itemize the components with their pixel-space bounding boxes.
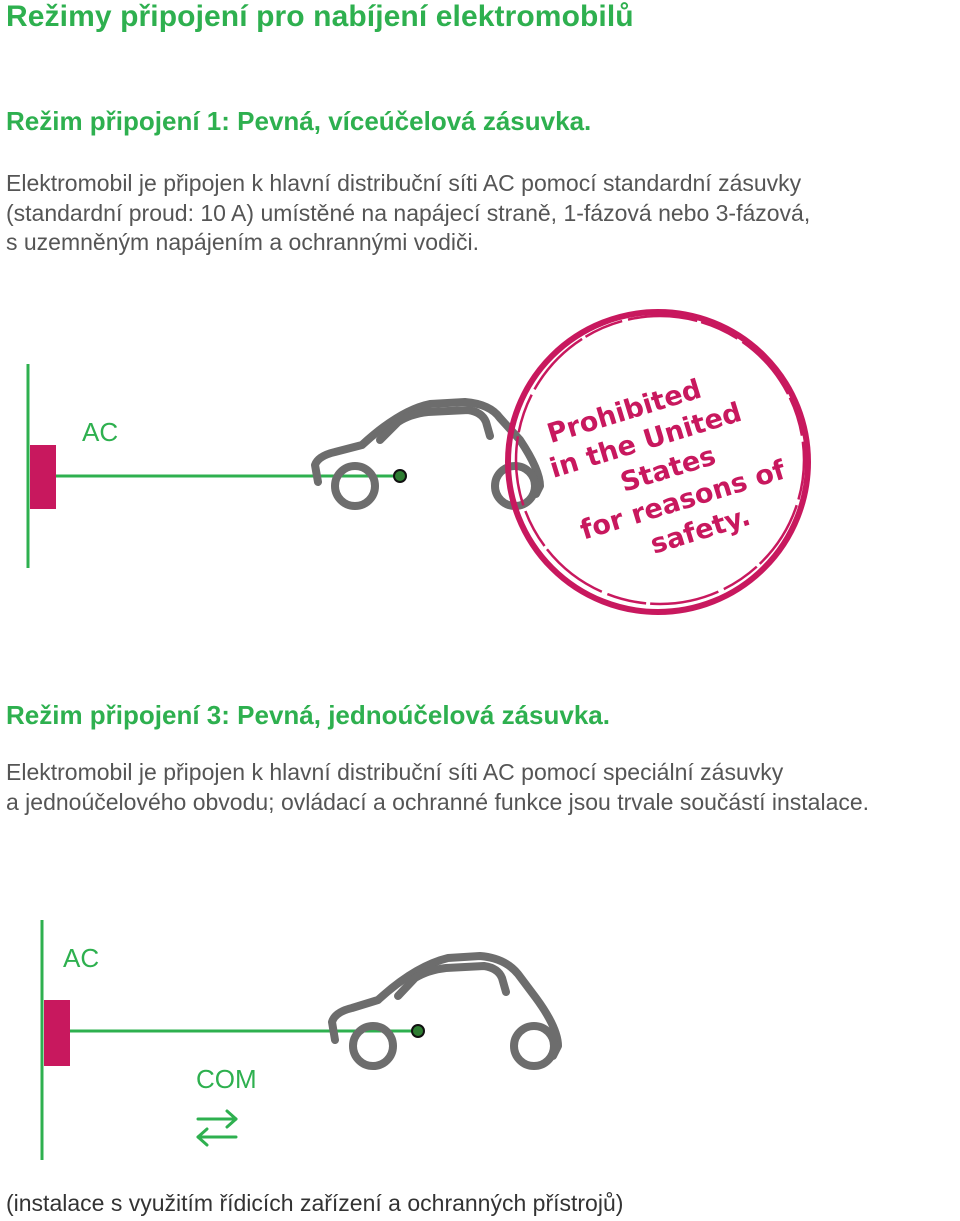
- mode3-charge-port: [411, 1024, 425, 1038]
- mode3-line-1: Elektromobil je připojen k hlavní distri…: [6, 759, 784, 785]
- mode1-ac-label: AC: [82, 417, 118, 447]
- mode1-description: Elektromobil je připojen k hlavní distri…: [6, 169, 810, 258]
- mode3-ac-label: AC: [63, 943, 99, 973]
- bidirectional-arrows-icon: [196, 1109, 238, 1147]
- mode3-line-2: a jednoúčelového obvodu; ovládací a ochr…: [6, 788, 870, 815]
- page-title: Režimy připojení pro nabíjení elektromob…: [6, 0, 634, 33]
- mode1-diagram: AC Prohibited in the United States for r…: [26, 309, 811, 615]
- socket-icon: [44, 1000, 70, 1066]
- socket-icon: [30, 445, 56, 509]
- mode1-line-2: (standardní proud: 10 A) umístěné na nap…: [6, 199, 811, 226]
- mode3-com-label: COM: [196, 1064, 257, 1094]
- stamp-text: Prohibited in the United States for reas…: [544, 374, 790, 561]
- footnote: (instalace s využitím řídicích zařízení …: [6, 1190, 624, 1216]
- mode3-description: Elektromobil je připojen k hlavní distri…: [6, 758, 869, 817]
- mode3-heading: Režim připojení 3: Pevná, jednoúčelová z…: [6, 700, 610, 730]
- mode1-line-3: s uzemněným napájením a ochrannými vodič…: [6, 229, 480, 255]
- mode1-charge-port: [393, 469, 407, 483]
- stamp-circle: [505, 309, 811, 615]
- mode1-line-1: Elektromobil je připojen k hlavní distri…: [6, 170, 802, 196]
- mode1-heading: Režim připojení 1: Pevná, víceúčelová zá…: [6, 106, 592, 136]
- car-icon: [328, 952, 562, 1070]
- mode3-diagram: AC COM: [40, 920, 562, 1160]
